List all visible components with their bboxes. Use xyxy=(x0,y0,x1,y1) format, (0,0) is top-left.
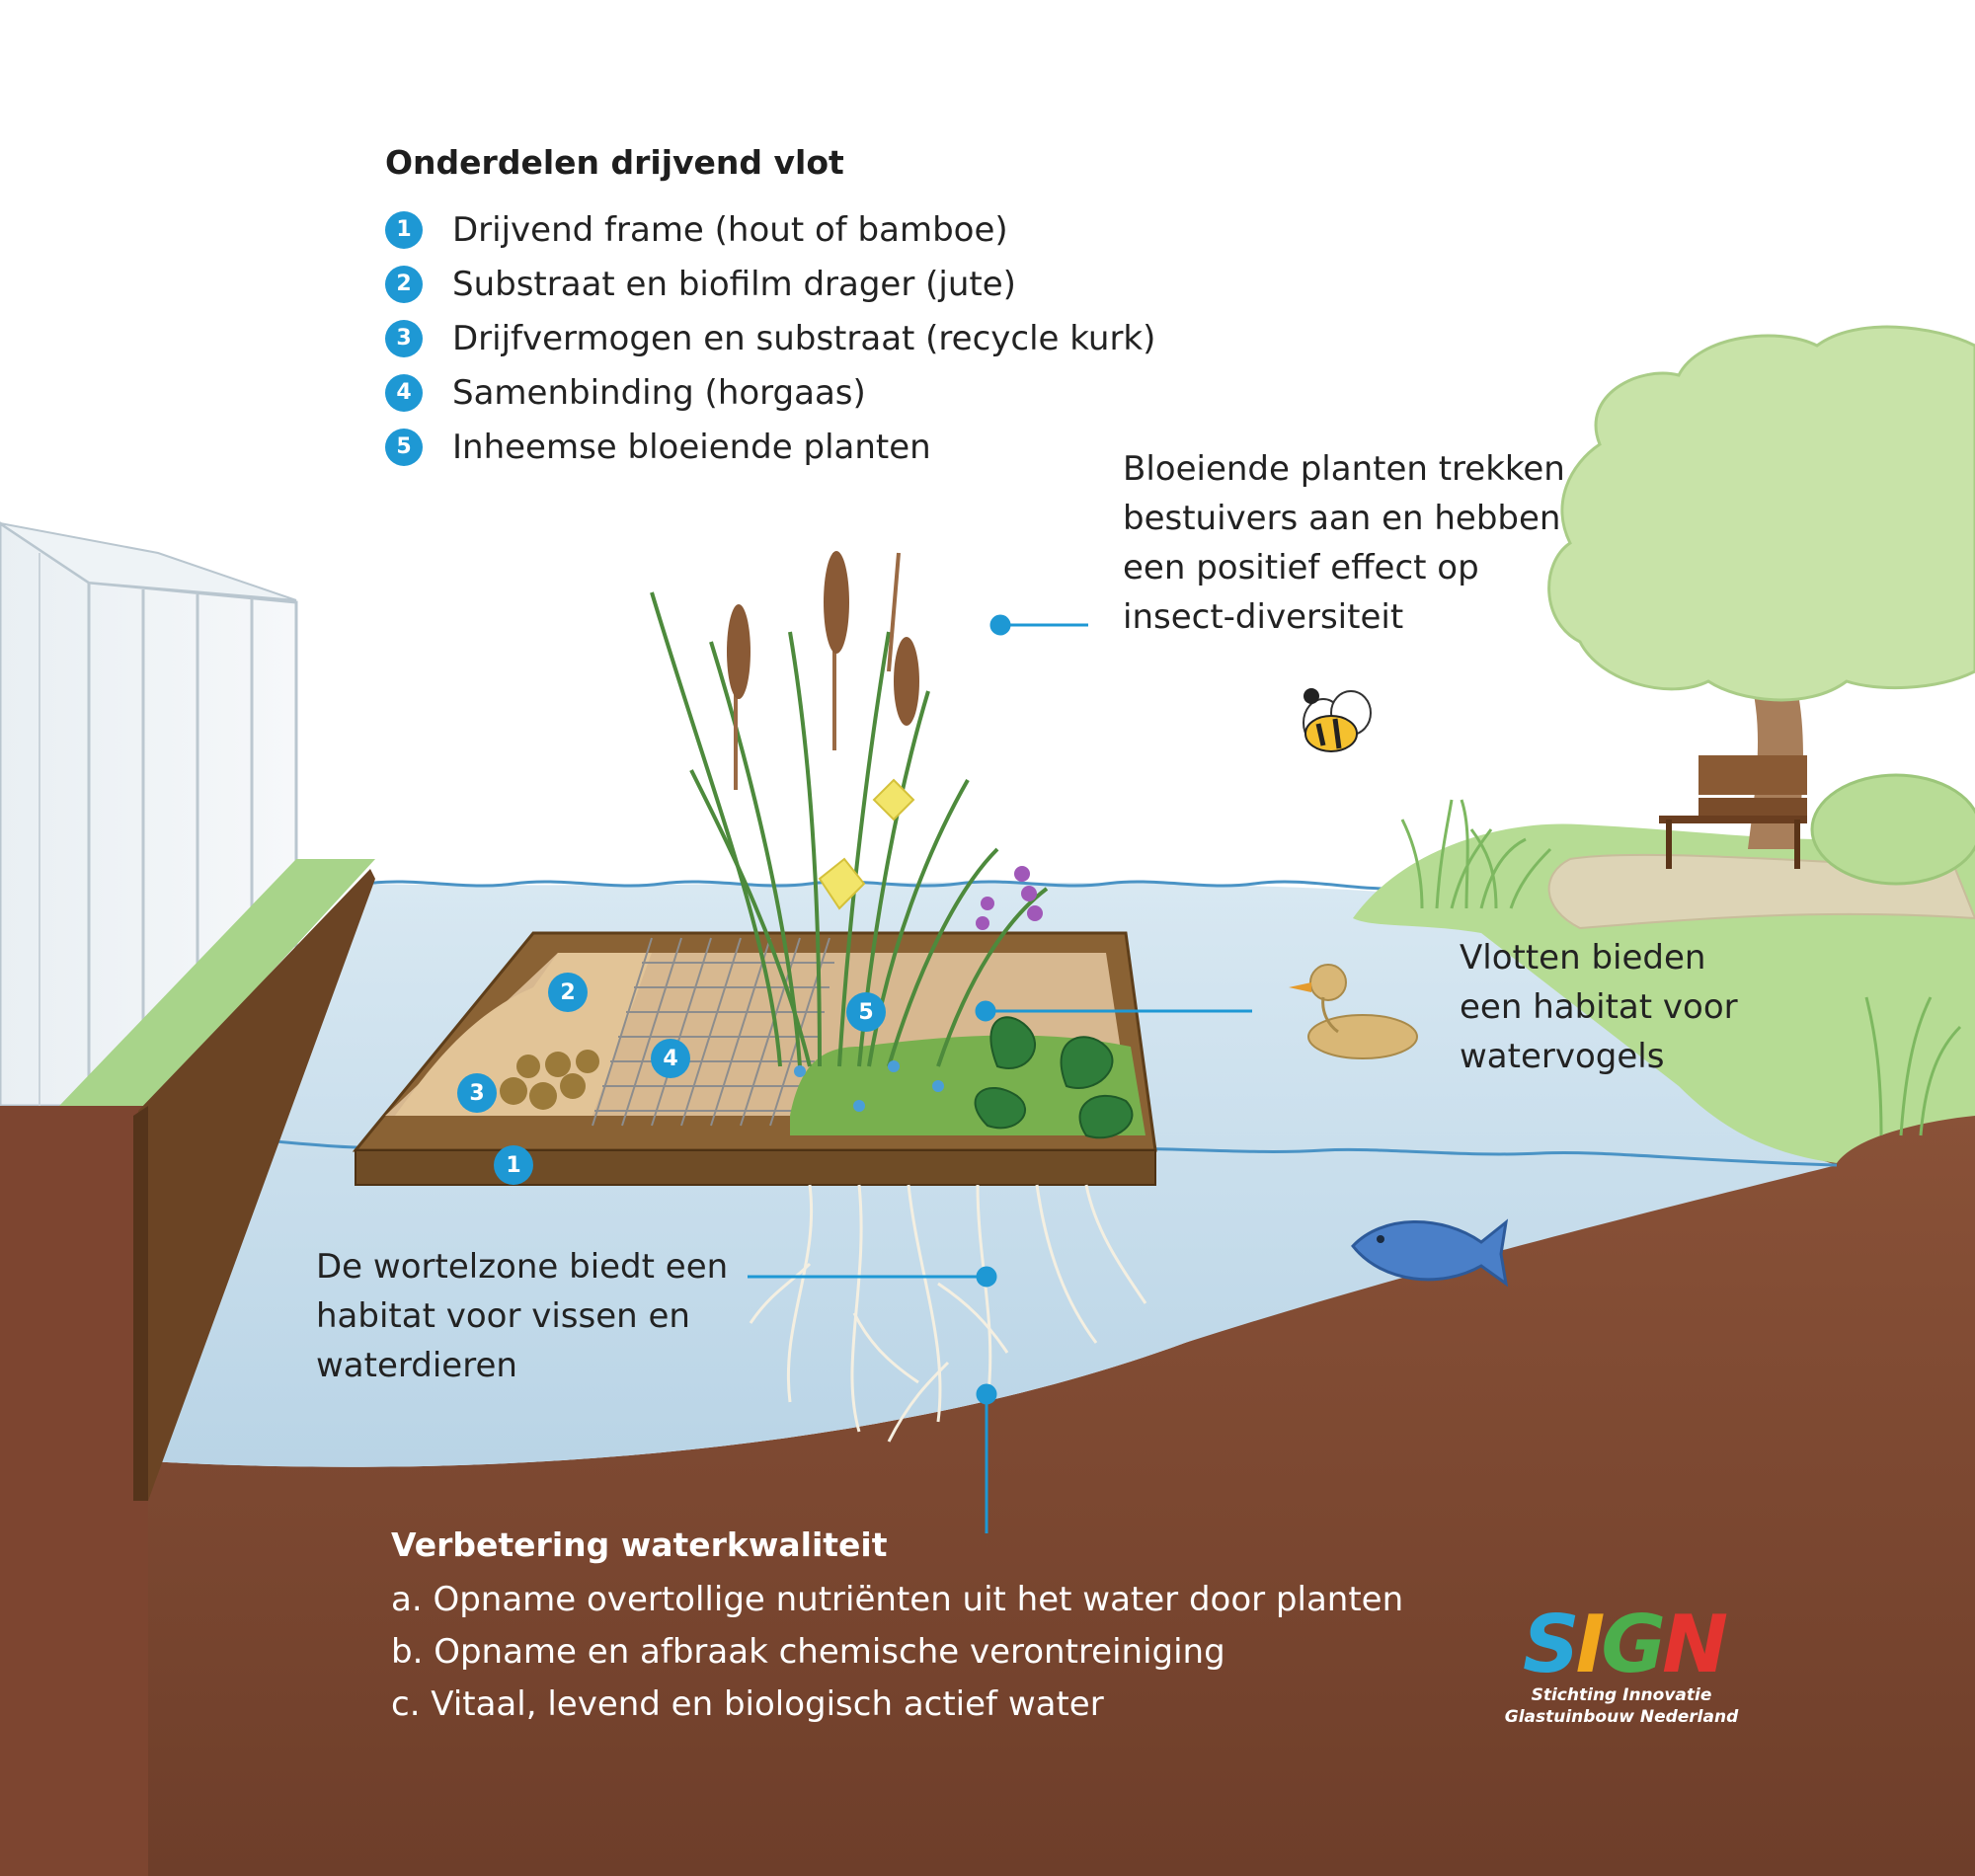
callout-roots: De wortelzone biedt een habitat voor vis… xyxy=(316,1247,729,1385)
legend-item-label: Inheemse bloeiende planten xyxy=(452,427,931,467)
legend-item: 4 Samenbinding (horgaas) xyxy=(385,365,1155,420)
legend-title: Onderdelen drijvend vlot xyxy=(385,143,844,182)
bee-icon xyxy=(1303,688,1372,752)
water-quality-title: Verbetering waterkwaliteit xyxy=(391,1525,888,1564)
fish-icon xyxy=(1351,1218,1509,1288)
number-badge: 5 xyxy=(385,428,423,466)
marker-5: 5 xyxy=(846,992,886,1032)
logo-line-1: Stichting Innovatie xyxy=(1531,1685,1712,1705)
water-quality-list: a. Opname overtollige nutriënten uit het… xyxy=(391,1580,1403,1737)
legend-item-label: Substraat en biofilm drager (jute) xyxy=(452,264,1016,304)
legend-item-label: Drijvend frame (hout of bamboe) xyxy=(452,209,1008,250)
water-quality-item: b. Opname en afbraak chemische verontrei… xyxy=(391,1632,1225,1672)
island-reeds xyxy=(1400,799,1962,1136)
legend-item: 5 Inheemse bloeiende planten xyxy=(385,420,1155,474)
legend-list: 1 Drijvend frame (hout of bamboe) 2 Substr… xyxy=(385,202,1155,474)
callout-waterbirds: Vlotten bieden een habitat voor watervog… xyxy=(1460,938,1738,1076)
logo-mark: SIGN xyxy=(1523,1599,1728,1690)
marker-3: 3 xyxy=(457,1073,497,1113)
legend-item: 1 Drijvend frame (hout of bamboe) xyxy=(385,202,1155,257)
number-badge: 1 xyxy=(385,210,423,249)
water-quality-item: c. Vitaal, levend en biologisch actief w… xyxy=(391,1684,1104,1724)
callout-lines xyxy=(748,614,1252,1533)
raft-plants xyxy=(650,551,1134,1139)
number-badge: 3 xyxy=(385,319,423,357)
sign-logo: SIGN Stichting Innovatie Glastuinbouw Ne… xyxy=(1503,1605,1740,1728)
legend-item: 2 Substraat en biofilm drager (jute) xyxy=(385,257,1155,311)
number-badge: 4 xyxy=(385,373,423,412)
legend-item-label: Samenbinding (horgaas) xyxy=(452,372,866,413)
legend-item-label: Drijfvermogen en substraat (recycle kurk… xyxy=(452,318,1156,358)
water-quality-item: a. Opname overtollige nutriënten uit het… xyxy=(391,1580,1404,1619)
tree xyxy=(1547,325,1975,886)
marker-2: 2 xyxy=(548,973,588,1012)
duck-icon xyxy=(1289,964,1418,1059)
left-bank xyxy=(59,859,375,1501)
callout-flowers: Bloeiende planten trekken bestuivers aan… xyxy=(1123,449,1565,637)
number-badge: 2 xyxy=(385,265,423,303)
legend-item: 3 Drijfvermogen en substraat (recycle kur… xyxy=(385,311,1155,365)
cork-pieces xyxy=(500,1050,599,1110)
roots xyxy=(749,1184,1147,1443)
marker-4: 4 xyxy=(651,1039,690,1078)
marker-1: 1 xyxy=(494,1145,533,1185)
logo-line-2: Glastuinbouw Nederland xyxy=(1504,1707,1739,1727)
bench xyxy=(1659,755,1807,869)
